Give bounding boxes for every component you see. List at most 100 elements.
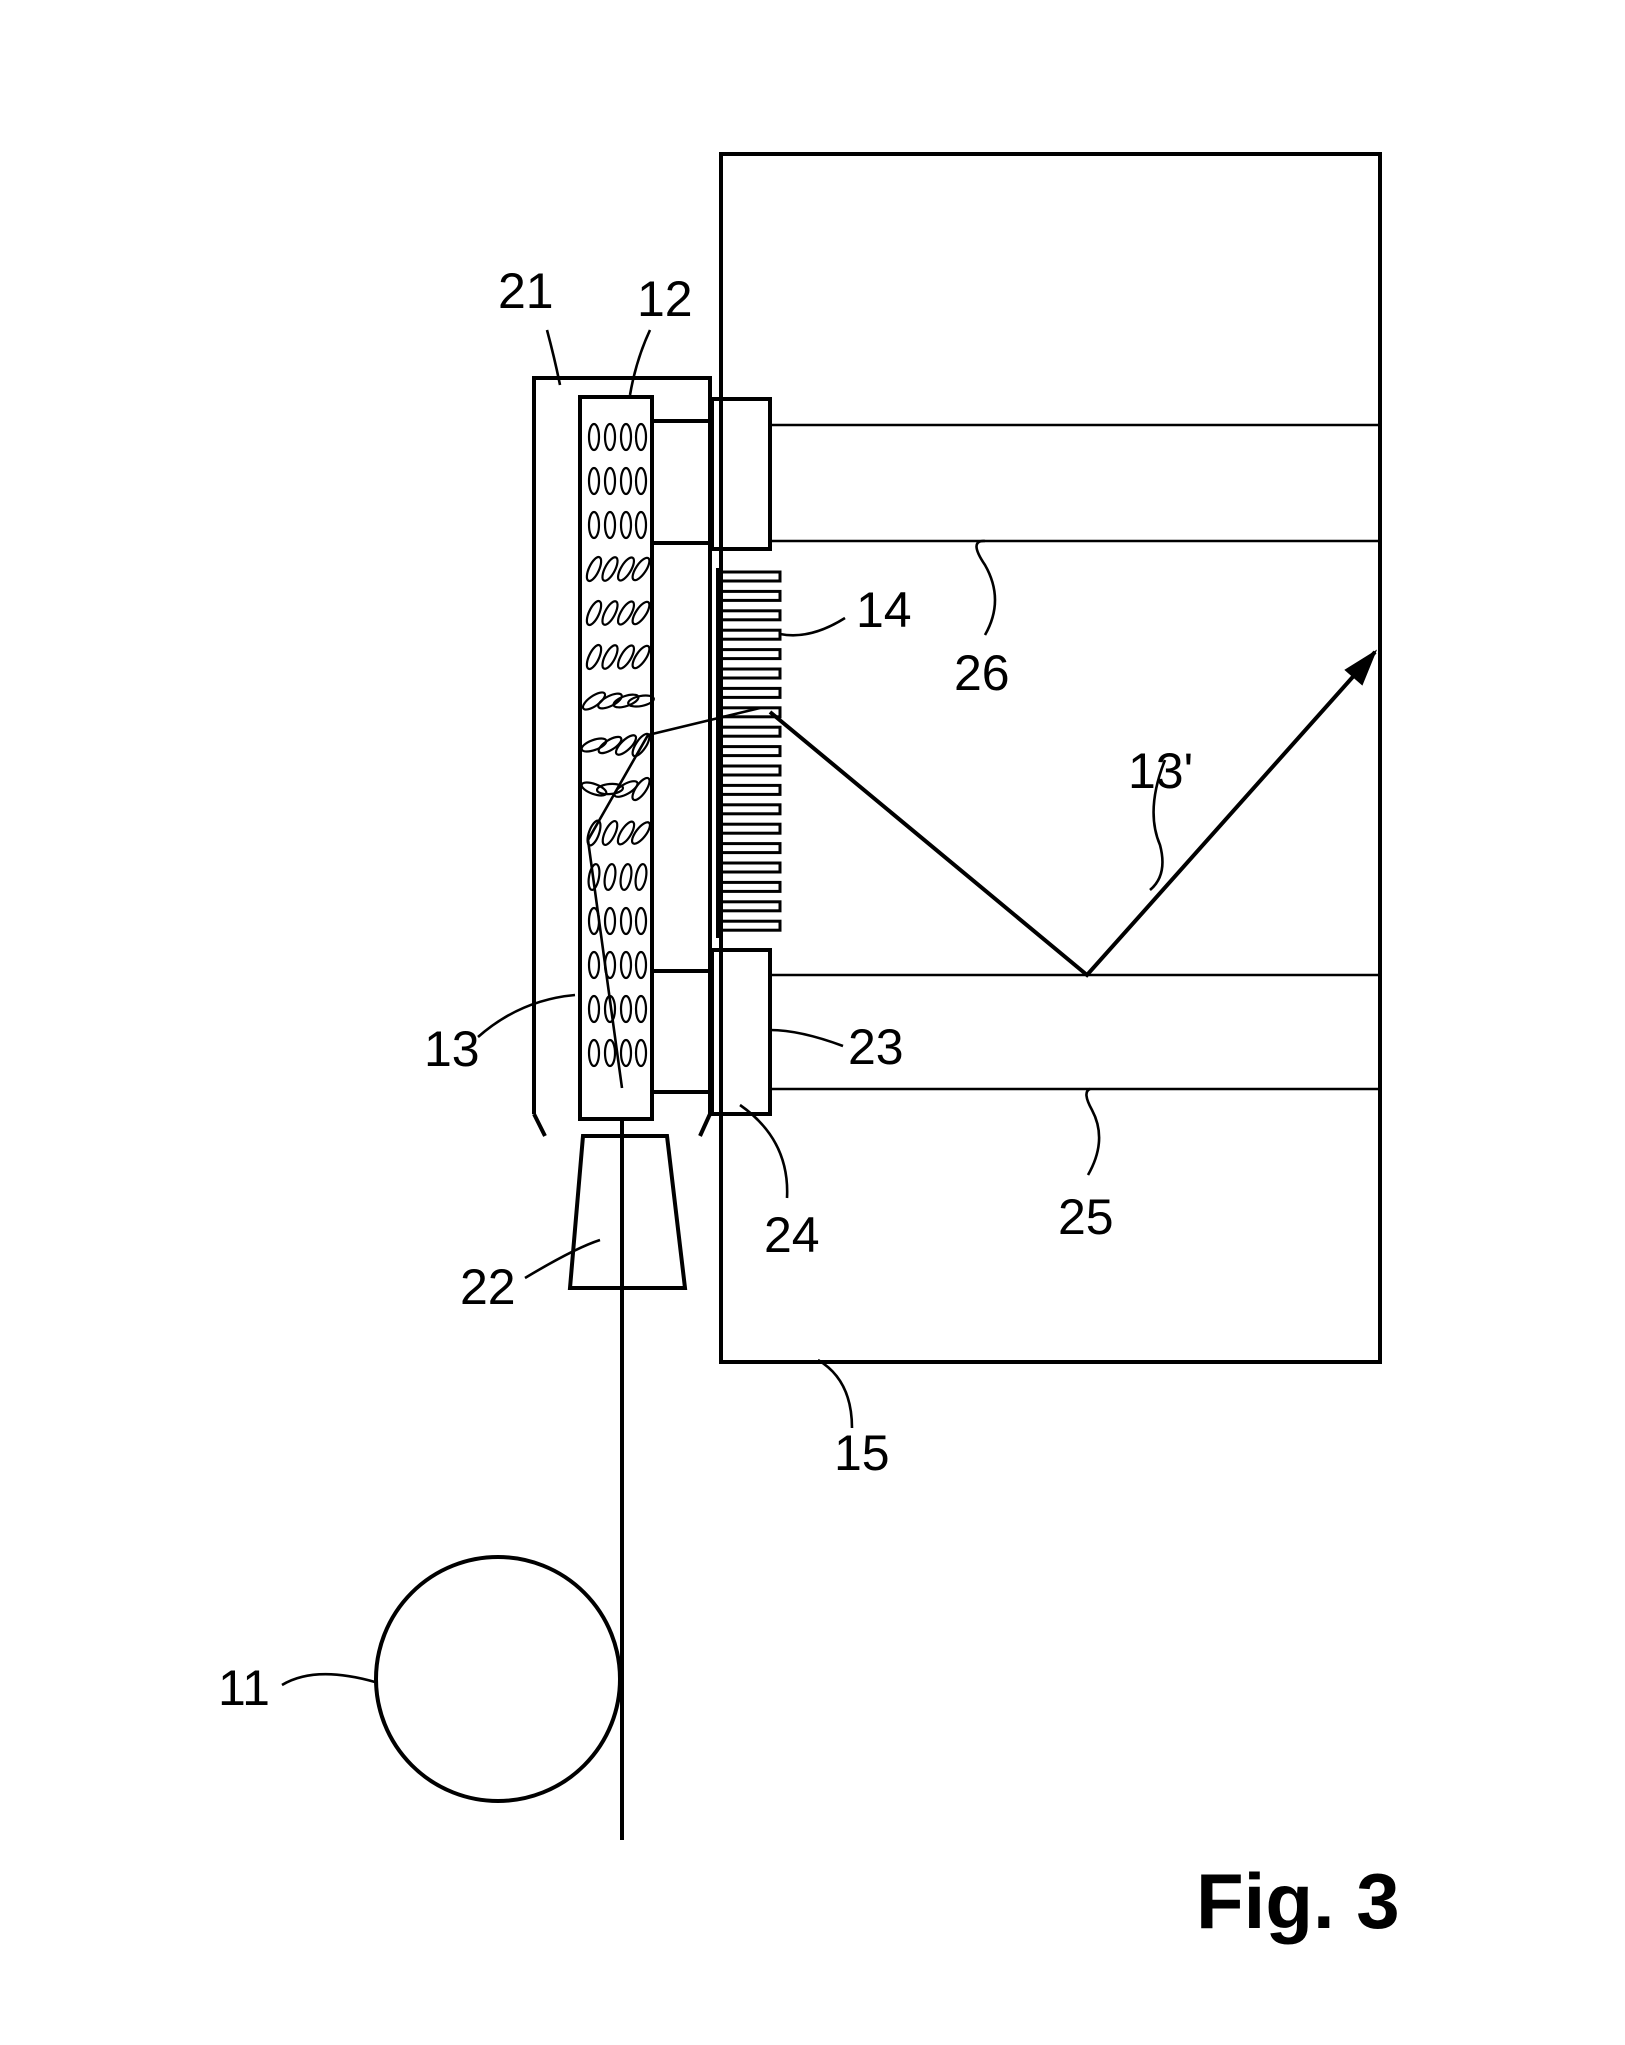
grating-tooth <box>716 609 782 622</box>
particle <box>631 600 651 626</box>
grating-tooth <box>716 667 782 680</box>
grating-tooth <box>716 842 782 855</box>
grating-tooth <box>716 628 782 641</box>
particle <box>614 734 638 756</box>
label-26: 26 <box>954 645 1010 701</box>
particle <box>580 781 608 797</box>
nozzle <box>567 1134 688 1290</box>
label-25: 25 <box>1058 1189 1114 1245</box>
grating-tooth <box>716 589 782 602</box>
label-23: 23 <box>848 1019 904 1075</box>
supply-reel <box>374 1555 622 1803</box>
grating-tooth <box>716 919 782 932</box>
particle <box>581 691 607 711</box>
grating-tooth <box>716 570 782 583</box>
label-13p: 13' <box>1128 743 1193 799</box>
leader-14 <box>779 616 846 637</box>
particle <box>603 422 617 452</box>
particle <box>603 510 617 540</box>
particle <box>585 599 603 627</box>
particle <box>616 644 636 670</box>
particle <box>619 510 633 540</box>
particle <box>619 906 633 936</box>
chamber-box <box>719 152 1382 1364</box>
grating-tooth <box>716 648 782 661</box>
leader-15 <box>817 1358 854 1429</box>
particle <box>634 1038 648 1068</box>
label-21: 21 <box>498 263 554 319</box>
particle <box>619 466 633 496</box>
particle <box>619 950 633 980</box>
label-13: 13 <box>424 1021 480 1077</box>
housing-left-taper <box>532 1113 547 1137</box>
leader-11 <box>281 1672 376 1687</box>
beam-path-inner <box>586 706 761 1089</box>
grating-tooth <box>716 706 782 719</box>
particle <box>603 906 617 936</box>
particle <box>631 644 651 670</box>
outer-housing <box>532 376 712 1114</box>
particle <box>587 422 601 452</box>
beam-arrowhead <box>1344 649 1378 686</box>
particle <box>619 863 633 891</box>
particle <box>616 600 636 626</box>
particle <box>587 510 601 540</box>
grating-tooth <box>716 745 782 758</box>
particle <box>619 994 633 1024</box>
particle <box>585 643 603 671</box>
grating-tooth <box>716 783 782 796</box>
grating-tooth <box>716 725 782 738</box>
leader-13 <box>477 993 576 1038</box>
leader-21 <box>545 329 562 386</box>
grating-tooth <box>716 822 782 835</box>
beam-path-reflected <box>768 650 1377 978</box>
label-22: 22 <box>460 1259 516 1315</box>
particle <box>616 820 636 846</box>
particle <box>601 644 619 670</box>
particle <box>587 994 601 1024</box>
leader-26 <box>975 539 997 636</box>
particle <box>603 1038 617 1068</box>
particle <box>634 422 648 452</box>
particle <box>601 820 619 846</box>
label-24: 24 <box>764 1207 820 1263</box>
leader-lines <box>281 329 1167 1687</box>
particle <box>631 776 651 802</box>
particle <box>587 950 601 980</box>
particle <box>603 466 617 496</box>
leader-23 <box>769 1028 844 1048</box>
particle <box>634 510 648 540</box>
leader-13p <box>1149 759 1167 891</box>
leader-12 <box>628 329 652 396</box>
grating-structure <box>716 568 782 938</box>
particle <box>595 782 625 796</box>
particle <box>587 1038 601 1068</box>
particle <box>634 466 648 496</box>
particle <box>634 863 648 891</box>
particle <box>601 556 619 582</box>
grating-tooth <box>716 803 782 816</box>
particle <box>634 994 648 1024</box>
label-11: 11 <box>218 1660 270 1716</box>
grating-tooth <box>716 764 782 777</box>
particle <box>587 466 601 496</box>
grating-tooth <box>716 880 782 893</box>
leader-25 <box>1085 1087 1101 1176</box>
housing-right-taper <box>698 1113 712 1137</box>
figure-label: Fig. 3 <box>1196 1857 1400 1945</box>
leader-24 <box>739 1103 789 1199</box>
grating-tooth <box>716 900 782 913</box>
grating-tooth <box>716 861 782 874</box>
particle <box>634 950 648 980</box>
particle <box>616 556 636 582</box>
particle <box>580 737 608 753</box>
label-15: 15 <box>834 1425 890 1481</box>
particle <box>601 600 619 626</box>
grating-tooth <box>716 686 782 699</box>
leader-22 <box>524 1238 601 1280</box>
particle <box>587 863 601 891</box>
particle <box>634 906 648 936</box>
label-12: 12 <box>637 271 693 327</box>
particle <box>619 422 633 452</box>
